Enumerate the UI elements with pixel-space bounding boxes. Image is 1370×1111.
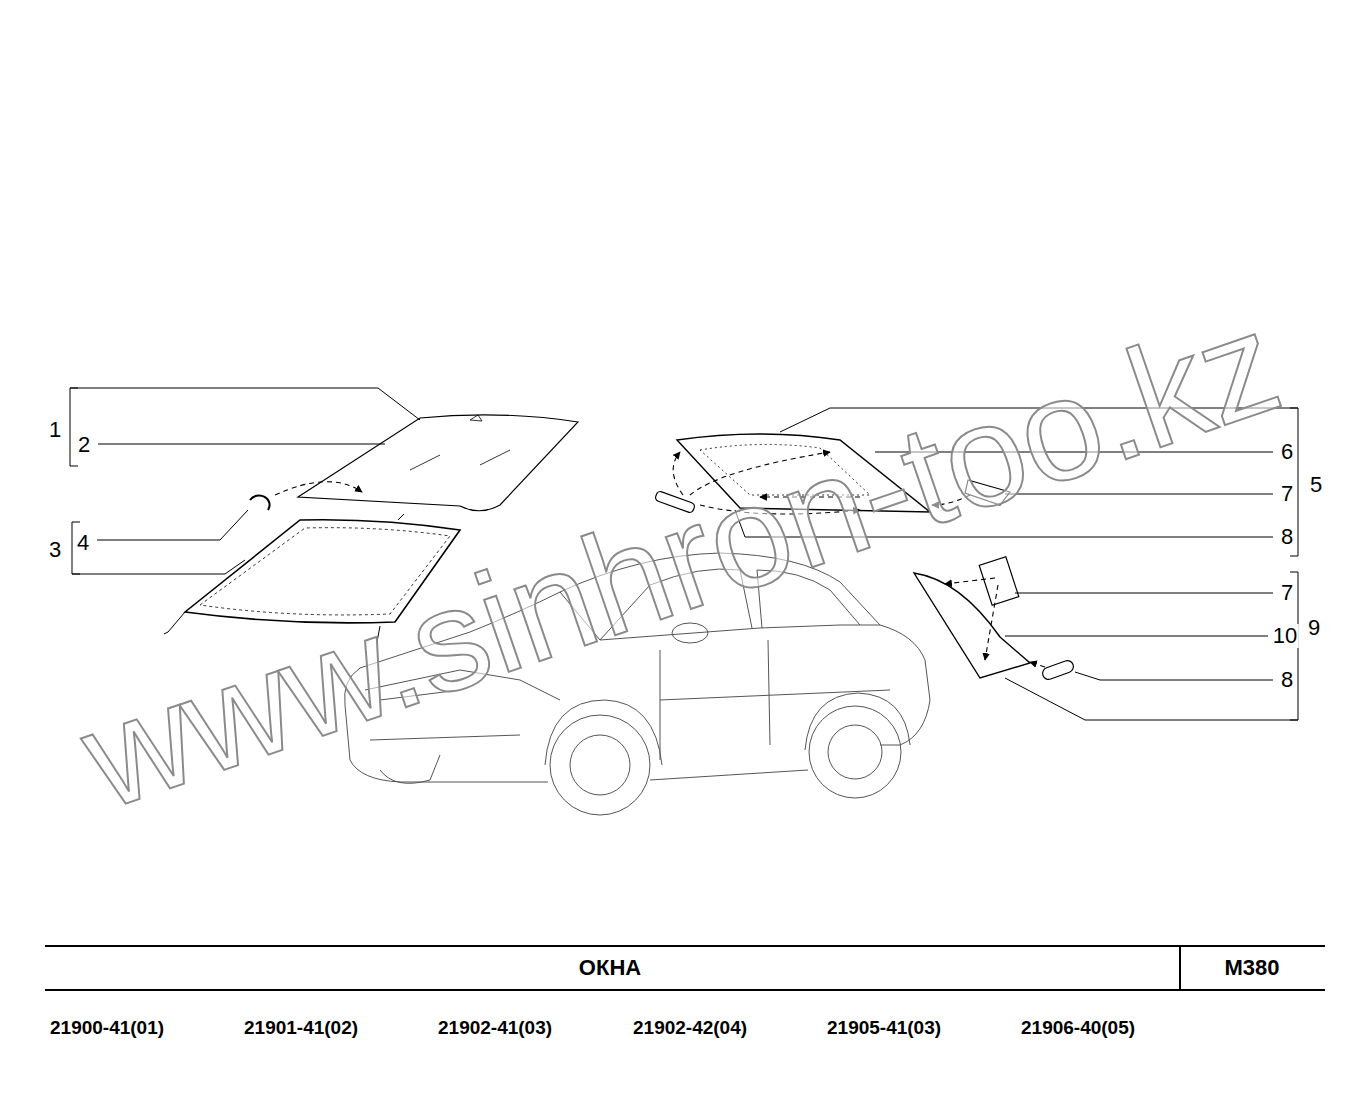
callout-number: 8 [1279, 668, 1295, 692]
model-code: 21902-42(04) [633, 1018, 747, 1037]
callout-number: 8 [1279, 525, 1295, 549]
callout-number: 10 [1271, 624, 1299, 648]
sheet-title: ОКНА [579, 957, 641, 979]
model-code: 21901-41(02) [244, 1018, 358, 1037]
callout-number: 2 [76, 433, 92, 457]
quarter-glass [914, 573, 1030, 678]
windshield-glass [298, 415, 578, 511]
model-code: 21900-41(01) [50, 1018, 164, 1037]
sheet-code: M380 [1224, 957, 1279, 979]
callout-number: 1 [47, 418, 63, 442]
callout-number: 7 [1279, 581, 1295, 605]
model-code: 21902-41(03) [438, 1018, 552, 1037]
title-table [45, 946, 1325, 990]
callout-number: 4 [75, 531, 91, 555]
callout-number: 6 [1279, 440, 1295, 464]
callout-number: 9 [1306, 616, 1322, 640]
callout-number: 7 [1279, 482, 1295, 506]
callout-number: 5 [1308, 473, 1324, 497]
callout-number: 3 [47, 538, 63, 562]
model-code: 21906-40(05) [1021, 1018, 1135, 1037]
model-code: 21905-41(03) [827, 1018, 941, 1037]
